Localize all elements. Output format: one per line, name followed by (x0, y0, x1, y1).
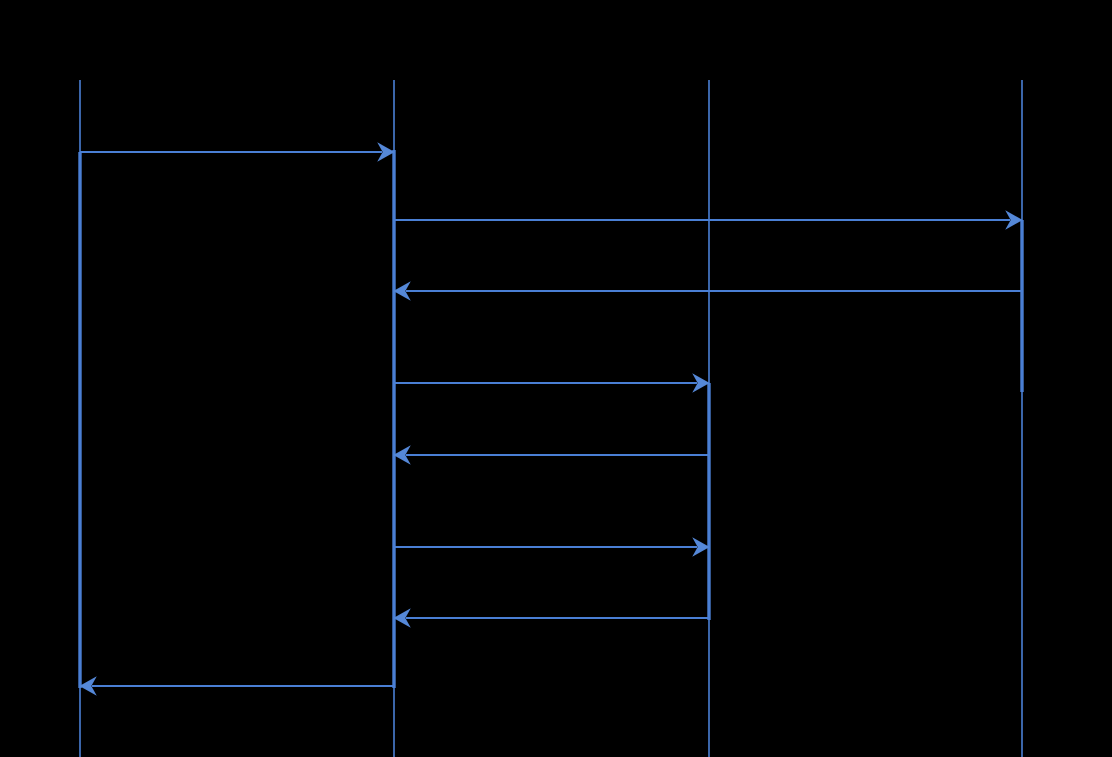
message-arrowhead-6 (692, 537, 710, 557)
message-arrowhead-1 (377, 142, 395, 162)
messages-layer (79, 142, 1023, 696)
message-arrowhead-3 (393, 281, 411, 301)
message-arrowhead-7 (393, 608, 411, 628)
message-arrowhead-5 (393, 445, 411, 465)
message-arrowhead-2 (1005, 210, 1023, 230)
activations-layer (78, 150, 1024, 688)
message-arrowhead-4 (692, 373, 710, 393)
message-arrowhead-8 (79, 676, 97, 696)
